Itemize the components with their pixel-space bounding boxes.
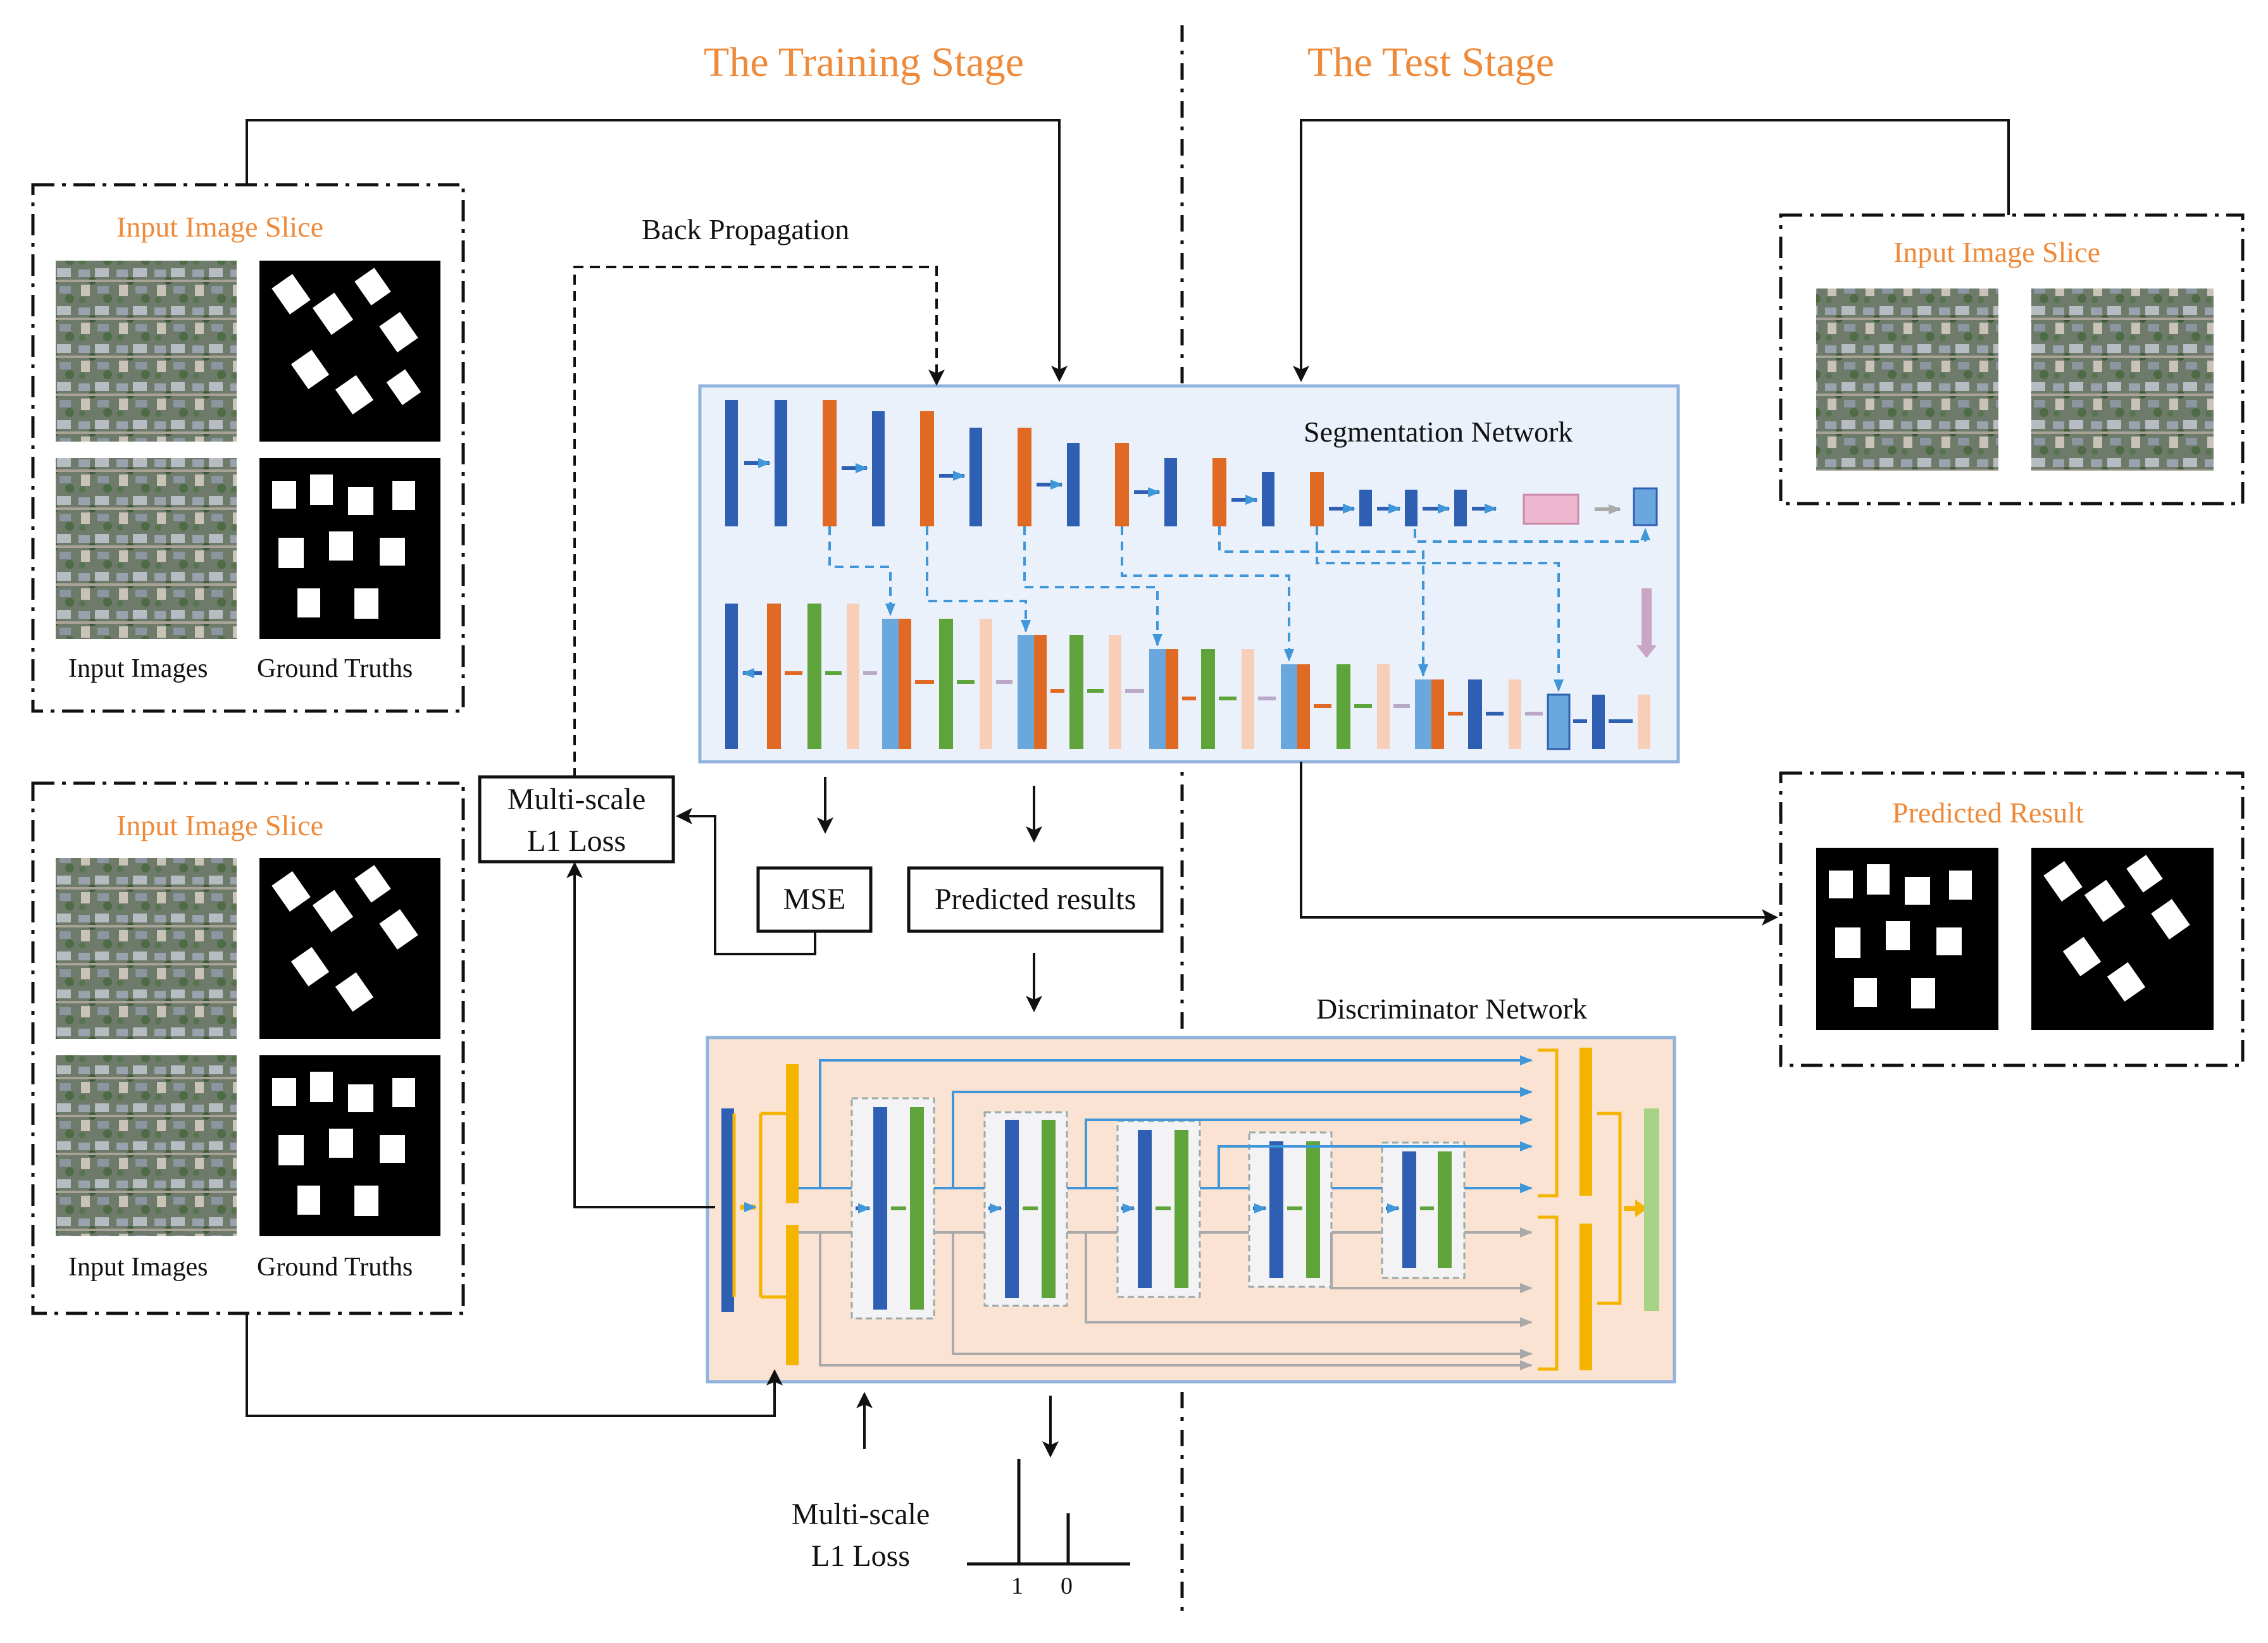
encoder-blocks: [725, 400, 1658, 526]
train-bottom-slice-title: Input Image Slice: [116, 809, 324, 841]
decoder-blocks: [725, 604, 1650, 750]
test-output-title: Predicted Result: [1892, 797, 2084, 829]
back-propagation-path: [573, 266, 945, 778]
segmentation-network-label: Segmentation Network: [1304, 416, 1573, 448]
test-stage-title: The Test Stage: [1307, 39, 1555, 85]
multiscale-loss-line2: L1 Loss: [527, 824, 626, 858]
multiscale-loss-box: [478, 775, 675, 864]
train-top-caption-images: Input Images: [68, 654, 208, 683]
bottom-loss-line2: L1 Loss: [811, 1539, 910, 1573]
mse-box: [756, 866, 873, 933]
tick-label-0: 0: [1061, 1573, 1073, 1599]
aerial-image-thumbnail: [56, 1055, 237, 1236]
test-output-panel: [1779, 771, 2245, 1067]
aerial-image-thumbnail: [56, 261, 237, 442]
predicted-results-label: Predicted results: [934, 883, 1137, 916]
skip-connections: [828, 526, 1650, 692]
bottom-loss-line1: Multi-scale: [791, 1497, 930, 1531]
test-input-slice-title: Input Image Slice: [1893, 236, 2101, 268]
tick-label-1: 1: [1011, 1573, 1023, 1599]
multiscale-loss-line1: Multi-scale: [507, 783, 646, 816]
train-top-slice-title: Input Image Slice: [116, 211, 324, 243]
aerial-image-thumbnail: [2031, 288, 2214, 471]
training-stage-title: The Training Stage: [704, 39, 1024, 85]
test-input-panel: [1779, 213, 2245, 505]
aerial-image-thumbnail: [1816, 288, 1998, 471]
aerial-image-thumbnail: [56, 458, 237, 639]
train-bottom-caption-images: Input Images: [68, 1253, 208, 1282]
bar-output-icon: [967, 1459, 1130, 1566]
predicted-results-box: [907, 866, 1164, 933]
aerial-image-thumbnail: [56, 858, 237, 1039]
back-propagation-label: Back Propagation: [642, 213, 850, 245]
train-top-caption-truths: Ground Truths: [257, 654, 413, 683]
train-bottom-caption-truths: Ground Truths: [257, 1253, 413, 1282]
discriminator-network-label: Discriminator Network: [1316, 993, 1587, 1025]
mse-label: MSE: [783, 883, 846, 916]
